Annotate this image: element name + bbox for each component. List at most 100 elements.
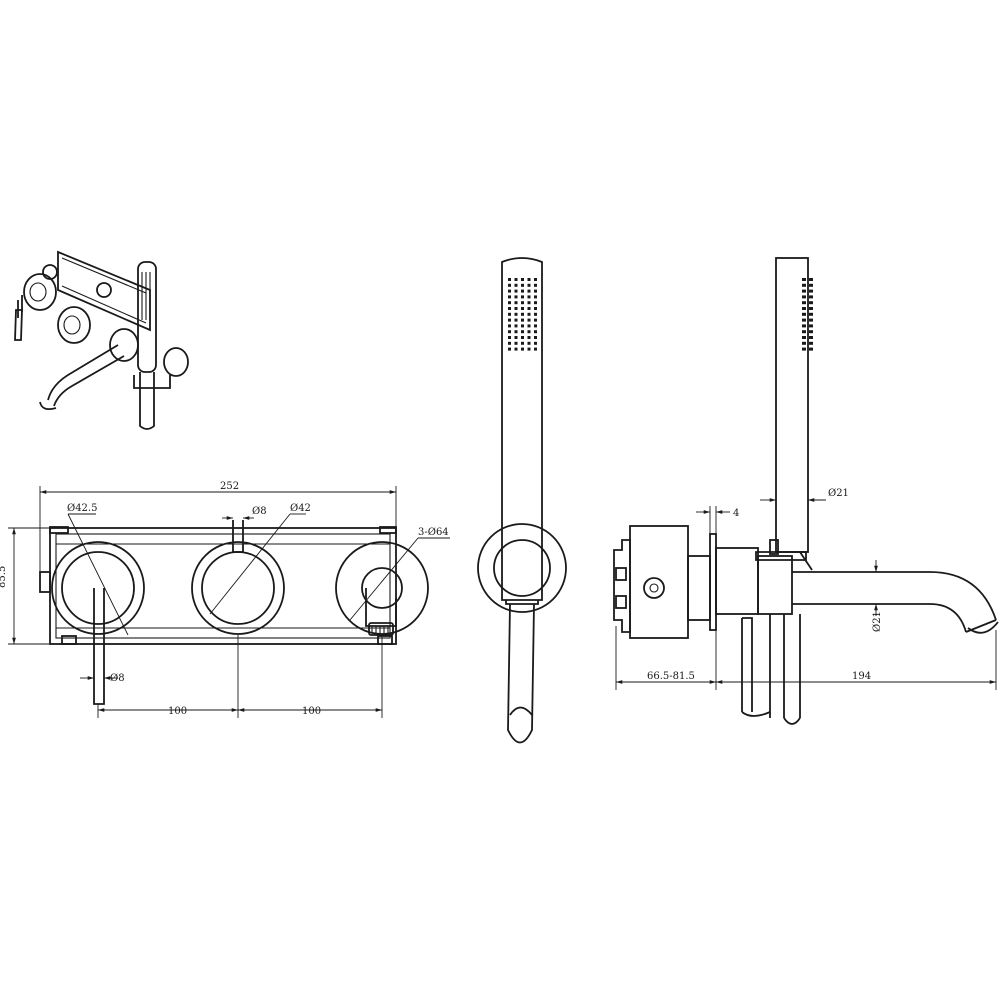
spray-hole bbox=[809, 347, 813, 351]
spray-hole bbox=[802, 336, 806, 339]
spray-hole bbox=[809, 301, 813, 305]
spray-hole bbox=[521, 307, 524, 310]
dim-spacing-right: 100 bbox=[302, 706, 321, 717]
handshower-side bbox=[775, 257, 809, 553]
spray-hole bbox=[521, 295, 524, 299]
spray-hole bbox=[521, 301, 524, 305]
spray-hole bbox=[527, 289, 531, 293]
spray-hole bbox=[809, 307, 813, 310]
spray-hole bbox=[809, 318, 813, 322]
dim-spout-diameter: Ø21 bbox=[872, 611, 883, 632]
dim-lever-diameter: Ø8 bbox=[110, 673, 125, 684]
dim-wall-depth: 66.5-81.5 bbox=[647, 671, 695, 682]
spray-hole bbox=[534, 341, 537, 345]
spray-hole bbox=[534, 312, 537, 316]
spray-hole bbox=[514, 330, 518, 334]
spray-hole bbox=[508, 295, 511, 299]
dim-escutcheon-diameter: 3-Ø64 bbox=[418, 527, 449, 538]
front-view: 252 85.5 Ø42.5 Ø8 Ø42 3-Ø64 Ø8 100 1 bbox=[0, 481, 450, 718]
wall-box bbox=[629, 525, 689, 639]
spray-hole bbox=[527, 336, 531, 339]
spray-hole bbox=[527, 312, 531, 316]
spray-hole bbox=[508, 324, 511, 328]
spray-hole bbox=[508, 318, 511, 322]
spray-hole bbox=[802, 278, 806, 281]
spray-hole bbox=[534, 347, 537, 351]
spray-hole bbox=[508, 289, 511, 293]
spray-hole bbox=[534, 307, 537, 310]
spray-hole bbox=[534, 278, 537, 281]
spray-hole bbox=[508, 347, 511, 351]
spray-hole bbox=[508, 336, 511, 339]
spray-hole bbox=[514, 341, 518, 345]
spray-hole bbox=[534, 318, 537, 322]
spray-hole bbox=[809, 336, 813, 339]
spray-hole bbox=[809, 324, 813, 328]
spray-hole bbox=[514, 312, 518, 316]
spray-hole bbox=[514, 336, 518, 339]
handshower-view bbox=[477, 257, 567, 744]
spray-hole bbox=[521, 336, 524, 339]
left-handle-escutcheon bbox=[51, 541, 145, 635]
spray-hole bbox=[508, 301, 511, 305]
spray-hole bbox=[809, 312, 813, 316]
spray-hole bbox=[527, 278, 531, 281]
dim-stem-diameter-top: Ø8 bbox=[252, 506, 267, 517]
spray-hole bbox=[802, 318, 806, 322]
spray-hole bbox=[508, 278, 511, 281]
spray-hole bbox=[527, 347, 531, 351]
spray-hole bbox=[514, 301, 518, 305]
spray-hole bbox=[508, 330, 511, 334]
spray-hole bbox=[527, 330, 531, 334]
spray-hole bbox=[527, 283, 531, 287]
spray-hole bbox=[527, 341, 531, 345]
dim-plate-diameter: Ø42 bbox=[290, 503, 311, 514]
spray-hole bbox=[527, 301, 531, 305]
spray-hole bbox=[514, 318, 518, 322]
spray-hole bbox=[534, 295, 537, 299]
spray-hole bbox=[809, 341, 813, 345]
side-spray-holes bbox=[802, 278, 813, 351]
spray-hole bbox=[802, 283, 806, 287]
spray-hole bbox=[534, 289, 537, 293]
spout-escutcheon bbox=[335, 541, 429, 635]
spray-hole bbox=[802, 330, 806, 334]
spray-hole bbox=[508, 312, 511, 316]
spray-hole bbox=[802, 341, 806, 345]
spray-hole bbox=[802, 307, 806, 310]
dim-height: 85.5 bbox=[0, 566, 8, 588]
dim-hose-diameter: Ø21 bbox=[828, 488, 849, 499]
spray-hole bbox=[534, 330, 537, 334]
isometric-view bbox=[14, 250, 189, 430]
spray-hole bbox=[514, 289, 518, 293]
spray-hole bbox=[514, 295, 518, 299]
spray-hole bbox=[802, 312, 806, 316]
spray-hole bbox=[527, 295, 531, 299]
dim-plate-thickness: 4 bbox=[733, 508, 739, 519]
spray-hole bbox=[514, 278, 518, 281]
spray-hole bbox=[534, 301, 537, 305]
spray-hole bbox=[809, 278, 813, 281]
spray-hole bbox=[521, 278, 524, 281]
spray-hole bbox=[534, 336, 537, 339]
spray-hole bbox=[534, 324, 537, 328]
spray-hole bbox=[521, 347, 524, 351]
spray-hole bbox=[809, 289, 813, 293]
dim-spacing-left: 100 bbox=[168, 706, 187, 717]
side-view: 4 Ø21 Ø21 66.5-81.5 194 bbox=[613, 257, 999, 725]
spray-hole bbox=[514, 307, 518, 310]
dim-handle-diameter: Ø42.5 bbox=[67, 503, 97, 514]
spray-hole bbox=[527, 324, 531, 328]
spray-hole bbox=[508, 307, 511, 310]
spray-hole bbox=[802, 289, 806, 293]
spray-hole bbox=[521, 289, 524, 293]
spray-hole bbox=[514, 324, 518, 328]
spray-hole bbox=[514, 347, 518, 351]
dim-spout-projection: 194 bbox=[852, 671, 871, 682]
spray-hole bbox=[809, 330, 813, 334]
spray-hole bbox=[521, 312, 524, 316]
center-handle-escutcheon bbox=[191, 541, 285, 635]
spray-hole bbox=[527, 318, 531, 322]
spray-hole bbox=[809, 295, 813, 299]
spray-hole bbox=[521, 341, 524, 345]
